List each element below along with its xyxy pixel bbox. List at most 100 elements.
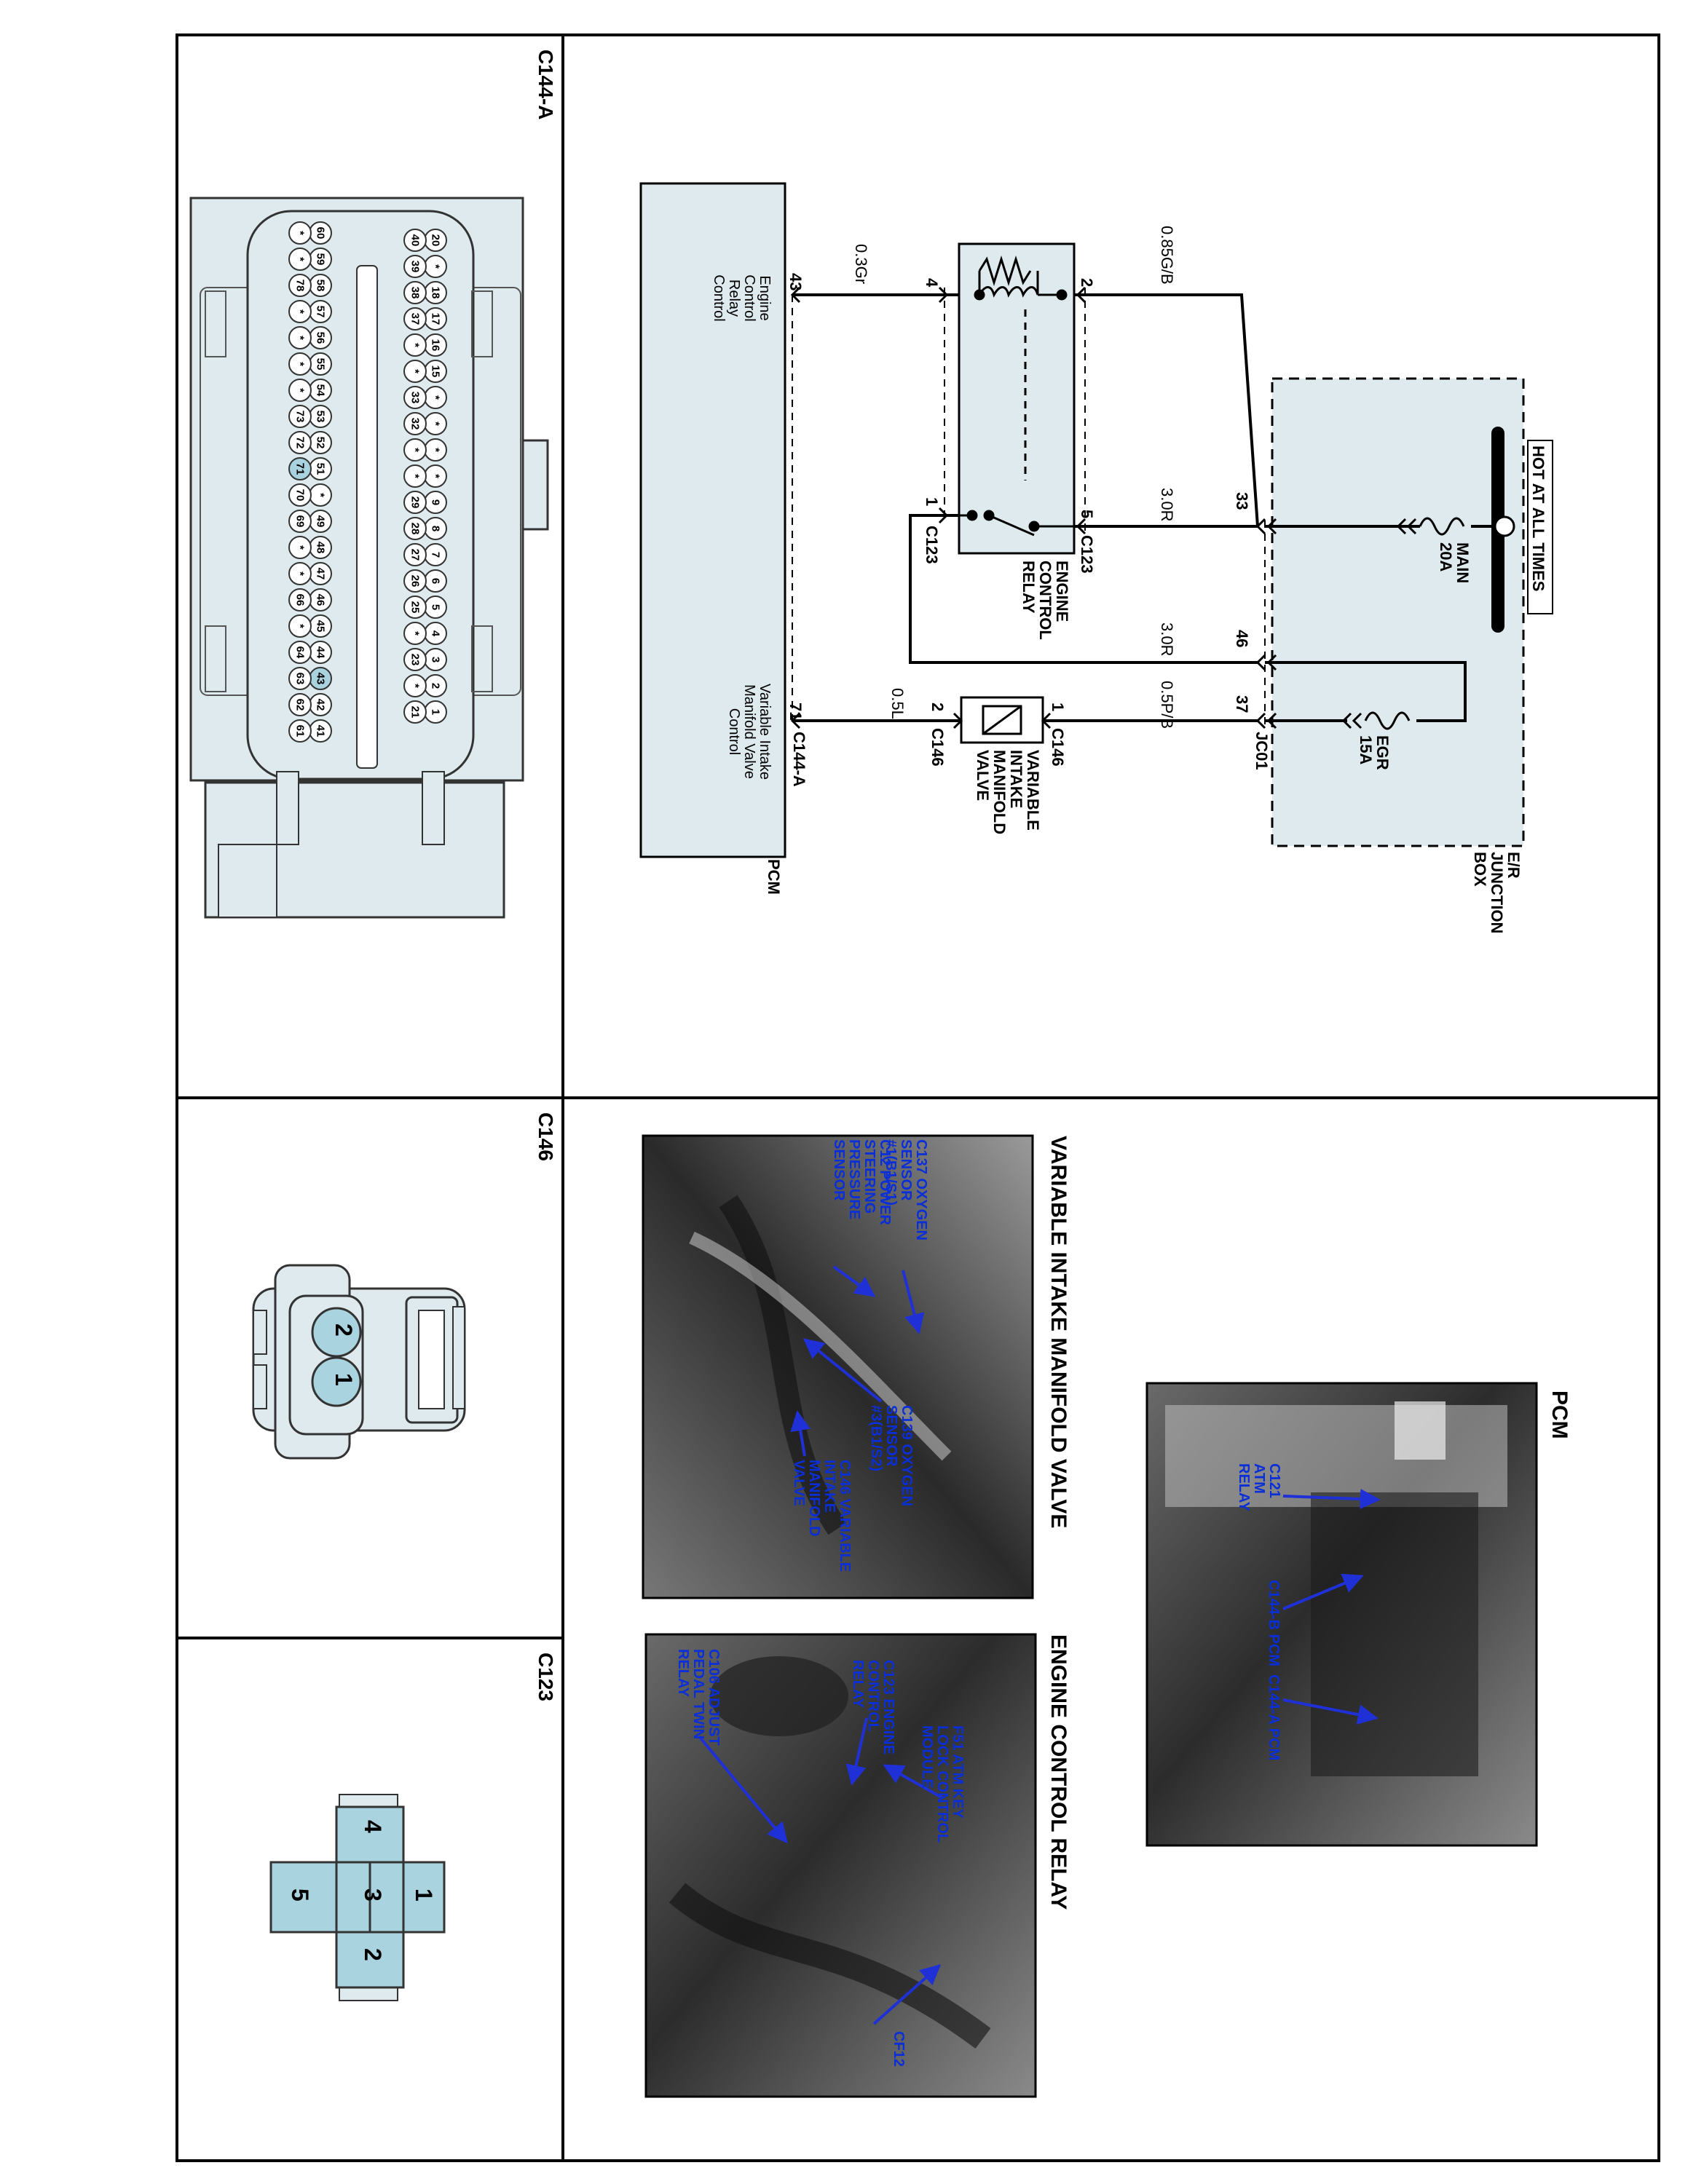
c144a-pin-label: 32 bbox=[409, 418, 422, 430]
c144a-pin-label: 9 bbox=[430, 499, 442, 505]
c144a-pin-label: 70 bbox=[294, 489, 307, 502]
c144a-pin-label: 3 bbox=[430, 657, 442, 662]
c144a-pin-label: 66 bbox=[294, 594, 307, 606]
c123-pin-3-label: 3 bbox=[360, 1888, 386, 1902]
c144a-pin-label: * bbox=[294, 388, 307, 392]
c144a-pin bbox=[288, 510, 312, 533]
c144a-pin-label: 37 bbox=[409, 313, 422, 325]
c144a-pin-label: 8 bbox=[430, 526, 442, 531]
c144a-pin bbox=[403, 648, 427, 671]
relay-pin-5: 5 bbox=[1078, 510, 1096, 519]
c144a-pin-label: * bbox=[409, 474, 422, 478]
c144a-pin-label: 60 bbox=[315, 227, 327, 240]
c144a-pin bbox=[288, 274, 312, 297]
c146-pin-1-label: 1 bbox=[331, 1373, 357, 1386]
egr-fuse-label: EGR 15A bbox=[1356, 735, 1392, 770]
callout-c146: C146 VARIABLE INTAKE MANIFOLD VALVE bbox=[791, 1460, 853, 1572]
c144a-pin-label: 20 bbox=[430, 234, 442, 247]
c144a-pin-label: * bbox=[409, 631, 422, 636]
connector-dash-lines bbox=[792, 288, 1266, 727]
vim-photo-title: VARIABLE INTAKE MANIFOLD VALVE bbox=[1046, 1136, 1070, 1529]
c123-pin-1-label: 1 bbox=[411, 1888, 437, 1902]
pcm-photo-title: PCM bbox=[1547, 1390, 1571, 1439]
pcm-photo bbox=[1145, 1382, 1538, 1847]
c144a-pin bbox=[288, 667, 312, 690]
callout-cf12: CF12 bbox=[891, 2031, 907, 2067]
c144a-pin-label: 17 bbox=[430, 313, 442, 325]
egr-fuse-symbol bbox=[1364, 711, 1411, 730]
c146-pin-1 bbox=[311, 1356, 362, 1407]
c144a-pin-label: 18 bbox=[430, 287, 442, 299]
c144a-pin-label: * bbox=[409, 369, 422, 373]
c144a-pin-label: 40 bbox=[409, 234, 422, 247]
pcm-block bbox=[639, 182, 786, 858]
c144a-title: C144-A bbox=[535, 50, 557, 120]
c144a-pin-label: * bbox=[409, 684, 422, 688]
hot-label-box bbox=[1527, 440, 1553, 614]
c144a-pin-label: 44 bbox=[315, 646, 327, 659]
c144a-pin bbox=[288, 300, 312, 323]
c144a-pin bbox=[403, 255, 427, 278]
valve-conn-right: C146 bbox=[1049, 728, 1067, 767]
c144a-pin bbox=[288, 693, 312, 716]
c146-pin-2-label: 2 bbox=[331, 1324, 357, 1337]
c123-pin-2-label: 2 bbox=[360, 1948, 386, 1961]
pcm-conn-label: C144-A bbox=[790, 732, 808, 787]
relay-pin-1: 1 bbox=[923, 497, 941, 507]
c144a-connector-face: 20*18171615****98765432140393837**3332**… bbox=[189, 197, 549, 919]
c144a-pin-label: 69 bbox=[294, 515, 307, 528]
c144a-pin-label: 27 bbox=[409, 549, 422, 561]
callout-c139: C139 OXYGEN SENSOR #3(B1/S2) bbox=[868, 1405, 915, 1506]
c144a-pin-label: 33 bbox=[409, 392, 422, 404]
c144a-pin-label: 46 bbox=[315, 594, 327, 606]
c144a-pin bbox=[403, 360, 427, 383]
callout-f51: F51 ATM KEY LOCK CONTROL MODULE bbox=[919, 1725, 966, 1843]
wire-3-0r-b: 3.0R bbox=[1158, 622, 1176, 657]
c144a-pin-label: 2 bbox=[430, 683, 442, 689]
c144a-pin bbox=[288, 588, 312, 612]
junction-box-label: E/R JUNCTION BOX bbox=[1470, 852, 1523, 934]
c144a-pin-label: 64 bbox=[294, 646, 307, 659]
pcm-pin-43: 43 bbox=[786, 273, 805, 291]
c123-pin-5-label: 5 bbox=[287, 1888, 313, 1902]
c144a-pin bbox=[403, 674, 427, 697]
c144a-pin-label: 71 bbox=[294, 463, 307, 475]
schematic bbox=[639, 182, 1553, 858]
callout-c106: C106 ADJUST PEDAL TWIN RELAY bbox=[675, 1649, 722, 1746]
c123-connector-face bbox=[269, 1794, 446, 2001]
c144a-pin bbox=[288, 405, 312, 428]
c144a-pin-label: 53 bbox=[315, 411, 327, 423]
c144a-pin-label: 51 bbox=[315, 463, 327, 475]
wire-0-5l: 0.5L bbox=[888, 688, 907, 719]
wire-0-85gb: 0.85G/B bbox=[1158, 226, 1176, 285]
c144a-pin-label: 43 bbox=[315, 673, 327, 685]
callout-c12: C12 POWER STEERING PRESSURE SENSOR bbox=[831, 1139, 893, 1225]
c144a-pin-label: 23 bbox=[409, 654, 422, 666]
c144a-pin-label: 1 bbox=[430, 709, 442, 715]
c144a-pin-label: 15 bbox=[430, 365, 442, 378]
c144a-pin bbox=[288, 326, 312, 349]
c144a-pin bbox=[403, 491, 427, 514]
connector-chevrons bbox=[790, 286, 1417, 729]
c144a-pin-label: 7 bbox=[430, 552, 442, 558]
c144a-pin bbox=[288, 536, 312, 559]
c144a-pin-label: * bbox=[409, 448, 422, 452]
bus-tap bbox=[1494, 515, 1515, 537]
c144a-pin-label: 26 bbox=[409, 575, 422, 587]
c144a-pin-label: 57 bbox=[315, 306, 327, 318]
valve-pin-1: 1 bbox=[1049, 703, 1067, 712]
c123-title: C123 bbox=[535, 1653, 557, 1701]
c144a-pin-label: * bbox=[294, 362, 307, 366]
c144a-pin-label: 61 bbox=[294, 725, 307, 737]
c144a-pin-label: * bbox=[430, 395, 442, 400]
c144a-pin-label: * bbox=[430, 422, 442, 426]
c144a-pin-label: * bbox=[294, 571, 307, 576]
c144a-pin-label: 54 bbox=[315, 384, 327, 397]
c144a-pin-label: 49 bbox=[315, 515, 327, 528]
c144a-pin-label: 55 bbox=[315, 358, 327, 371]
c144a-pin bbox=[403, 386, 427, 409]
c144a-pin-label: 58 bbox=[315, 280, 327, 292]
c146-pin-2 bbox=[311, 1307, 362, 1358]
ecr-photo-title: ENGINE CONTROL RELAY bbox=[1046, 1634, 1070, 1910]
